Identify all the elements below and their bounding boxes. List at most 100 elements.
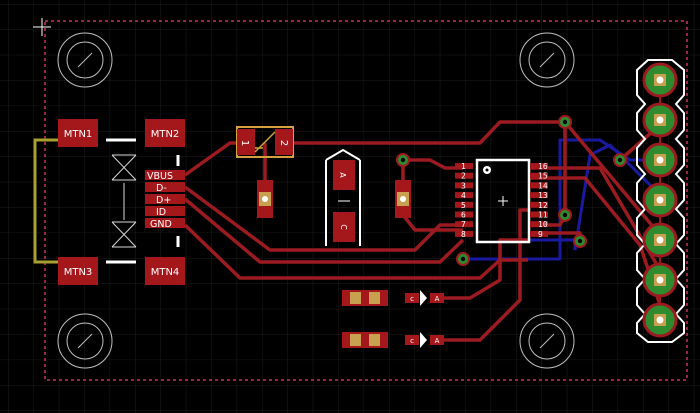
ic-pad-right[interactable] — [530, 182, 548, 189]
origin-crosshair-icon — [33, 18, 51, 36]
ic-pad-right[interactable] — [530, 192, 548, 199]
ic-pad-left[interactable] — [455, 221, 473, 228]
ic-pad-left[interactable] — [455, 163, 473, 169]
ic-pad-left[interactable] — [455, 211, 473, 218]
usb-pin-dplus[interactable] — [145, 194, 185, 204]
usb-connector-footprint[interactable]: MTN1 MTN2 MTN3 MTN4 VBUS D- D+ ID GND — [58, 119, 185, 285]
usb-pin-gnd-label: GND — [150, 219, 172, 230]
ic-pin-label: 1 — [461, 162, 466, 171]
led-d2-cathode-label: c — [410, 337, 414, 345]
ic-pin-label: 7 — [461, 220, 466, 229]
usb-pin-id-label: ID — [156, 207, 166, 218]
board-outline — [44, 20, 688, 381]
usb-pad-mtn4[interactable] — [145, 257, 185, 285]
header-pin[interactable] — [642, 142, 678, 178]
usb-pin-vbus[interactable] — [145, 170, 185, 180]
ic-pad-right[interactable] — [530, 221, 548, 228]
led-d1-symbol-icon — [420, 290, 427, 306]
led-d1-pad-anode[interactable] — [430, 293, 444, 303]
led-d2-symbol-icon — [420, 332, 427, 348]
led-d1-assembly[interactable]: c A — [342, 290, 444, 306]
header-pin[interactable] — [642, 302, 678, 338]
ic-pin-label: 3 — [461, 181, 466, 190]
led-d2-pad-cathode[interactable] — [405, 335, 419, 345]
via-holes — [400, 119, 623, 262]
led-d2-pad-anode[interactable] — [430, 335, 444, 345]
led-d2-assembly[interactable]: c A — [342, 332, 444, 348]
fuse-pin-2-label: 2 — [278, 140, 289, 146]
mounting-hole-top-left — [57, 32, 113, 88]
usb-pad-mtn1-label: MTN1 — [64, 129, 93, 140]
capacitor-pad-cathode[interactable] — [333, 212, 355, 242]
header-pin[interactable] — [642, 182, 678, 218]
resistor-r2[interactable] — [395, 180, 411, 218]
pin-header-outline — [636, 59, 685, 343]
led-d2-anode-label: A — [435, 337, 440, 345]
ic-pad-left[interactable] — [455, 192, 473, 199]
fuse-footprint[interactable]: 1 2 — [236, 126, 294, 158]
usb-pad-mtn3-label: MTN3 — [64, 267, 93, 278]
ic-pin-label: 9 — [538, 230, 543, 239]
led-d1-cathode-label: c — [410, 295, 414, 303]
ic-pin-label: 6 — [461, 211, 466, 220]
usb-pad-mtn2[interactable] — [145, 119, 185, 147]
fuse-pad-1[interactable] — [237, 129, 255, 155]
usb-silkscreen — [106, 138, 180, 264]
capacitor-outline — [325, 148, 361, 246]
ic-pad-right[interactable] — [530, 163, 548, 169]
ic-pin-label: 10 — [538, 220, 548, 229]
ic-pin-label: 4 — [461, 191, 466, 200]
usb-keepout-marks — [111, 154, 137, 248]
usb-pin-gnd[interactable] — [145, 218, 185, 228]
capacitor-pad-anode[interactable] — [333, 160, 355, 190]
header-pin[interactable] — [642, 262, 678, 298]
usb-pin-id[interactable] — [145, 206, 185, 216]
ic-pin-label: 8 — [461, 230, 466, 239]
vias[interactable] — [396, 115, 627, 266]
ic-pin-label: 13 — [538, 191, 548, 200]
header-pin[interactable] — [642, 102, 678, 138]
header-pin[interactable] — [642, 222, 678, 258]
ic-pin-label: 11 — [538, 211, 548, 220]
capacitor-anode-label: A — [338, 172, 347, 178]
ic-pad-right[interactable] — [530, 211, 548, 218]
ic-pin-label: 14 — [538, 181, 548, 190]
ic-pad-left[interactable] — [455, 172, 473, 179]
ic-pad-left[interactable] — [455, 182, 473, 189]
usb-pin-dplus-label: D+ — [156, 195, 171, 206]
usb-pin-dminus[interactable] — [145, 182, 185, 192]
capacitor-c1[interactable]: A C — [325, 148, 361, 246]
ic-pad-left[interactable] — [455, 230, 473, 237]
usb-pad-mtn1[interactable] — [58, 119, 98, 147]
resistor-r1[interactable] — [257, 180, 273, 218]
mounting-hole-bottom-left — [57, 313, 113, 369]
fuse-symbol-icon — [254, 131, 276, 153]
mounting-hole-top-right — [519, 32, 575, 88]
fuse-pad-2[interactable] — [275, 129, 293, 155]
capacitor-cathode-label: C — [339, 224, 348, 230]
usb-pad-mtn4-label: MTN4 — [151, 267, 180, 278]
ic-pad-right[interactable] — [530, 230, 548, 237]
usb-pin-vbus-label: VBUS — [147, 171, 173, 182]
ic-pin-label: 5 — [461, 201, 466, 210]
ic-pad-right[interactable] — [530, 201, 548, 208]
usb-pad-mtn3[interactable] — [58, 257, 98, 285]
ic-pad-right[interactable] — [530, 172, 548, 179]
ic-pin-label: 16 — [538, 162, 548, 171]
mounting-hole-bottom-right — [519, 313, 575, 369]
fuse-pin-1-label: 1 — [239, 140, 250, 146]
usb-pad-mtn2-label: MTN2 — [151, 129, 180, 140]
ic-pin-label: 12 — [538, 201, 548, 210]
pin-header[interactable] — [636, 59, 685, 343]
usb-shield-wire — [33, 138, 58, 264]
ic-pad-left[interactable] — [455, 201, 473, 208]
ic-body-outline — [475, 158, 531, 244]
ic-pin-label: 2 — [461, 172, 466, 181]
header-pin[interactable] — [642, 62, 678, 98]
led-d1-pad-cathode[interactable] — [405, 293, 419, 303]
